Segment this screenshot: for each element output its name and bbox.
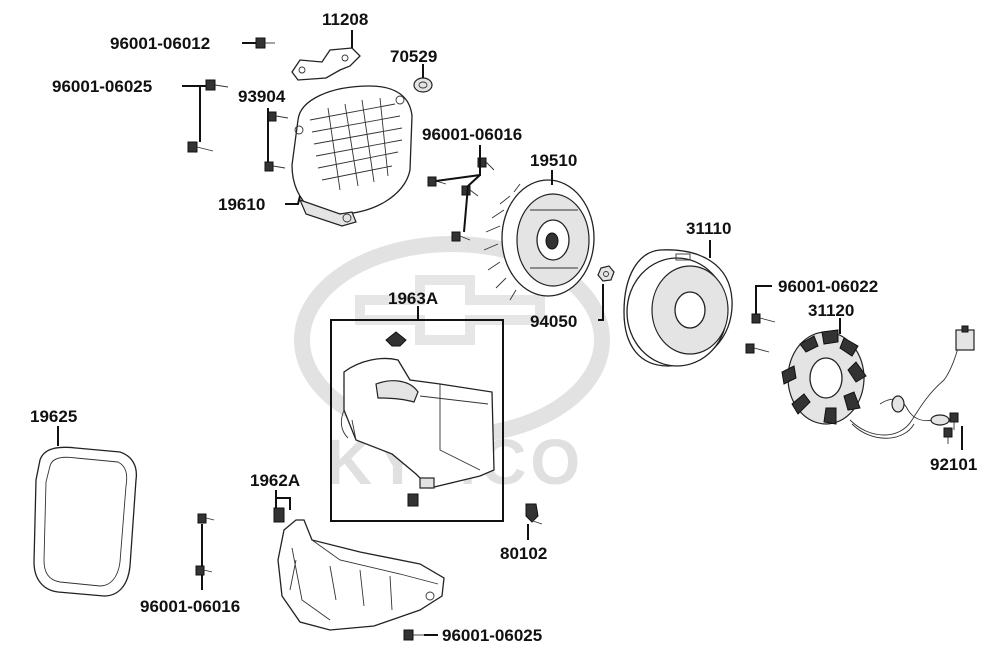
grommet-70529[interactable] <box>413 77 433 93</box>
part-bracket-11208[interactable] <box>291 47 361 81</box>
bolt-96001-06025-a[interactable] <box>205 79 229 91</box>
callout-94050: 94050 <box>530 312 577 331</box>
bolt-96001-06016-a[interactable] <box>477 157 495 171</box>
bolt-96001-06012[interactable] <box>242 37 275 49</box>
callout-31120: 31120 <box>808 301 854 320</box>
callout-96001-06012: 96001-06012 <box>110 34 210 53</box>
part-gasket-19625[interactable] <box>33 446 138 597</box>
part-shroud-1963A[interactable] <box>340 357 495 507</box>
clip-1963A-top[interactable] <box>385 331 407 347</box>
callout-93904: 93904 <box>238 87 286 106</box>
bolt-93904-a[interactable] <box>267 111 289 122</box>
callout-31110: 31110 <box>686 219 731 238</box>
bolt-96001-06022-a[interactable] <box>751 313 776 324</box>
stator-wire-harness[interactable] <box>849 325 975 439</box>
callout-92101: 92101 <box>930 455 977 474</box>
part-lower-shroud-1962A[interactable] <box>277 519 445 631</box>
callout-1963A: 1963A <box>388 289 438 308</box>
callout-11208: 11208 <box>322 10 368 29</box>
clip-1962A[interactable] <box>273 507 285 523</box>
bolt-96001-06025-bottom[interactable] <box>403 629 424 641</box>
callout-70529: 70529 <box>390 47 437 66</box>
callout-19610: 19610 <box>218 195 265 214</box>
callout-96001-06025-bottom: 96001-06025 <box>442 626 542 645</box>
screw-92101-b[interactable] <box>943 427 953 444</box>
clip-80102[interactable] <box>525 503 543 525</box>
part-cooling-fan-19510[interactable] <box>483 179 595 301</box>
bolt-96001-06025-b[interactable] <box>187 141 214 153</box>
callout-1962A: 1962A <box>250 471 300 490</box>
bolt-96001-06022-b[interactable] <box>745 343 770 354</box>
callout-80102: 80102 <box>500 544 547 563</box>
part-fan-cover-19610[interactable] <box>291 85 413 227</box>
part-flywheel-31110[interactable] <box>623 249 733 367</box>
callout-96001-06025-top: 96001-06025 <box>52 77 152 96</box>
bolt-96001-06016-d[interactable] <box>451 231 471 242</box>
callout-19510: 19510 <box>530 151 577 170</box>
callout-96001-06016-top: 96001-06016 <box>422 125 522 144</box>
bolt-96001-06016-c[interactable] <box>461 185 479 197</box>
part-stator-31120[interactable] <box>781 329 867 425</box>
screw-92101-a[interactable] <box>949 412 959 430</box>
callout-96001-06016-bottom: 96001-06016 <box>140 597 240 616</box>
nut-94050[interactable] <box>597 265 615 282</box>
callout-19625: 19625 <box>30 407 77 426</box>
bolt-96001-06016-bottom-b[interactable] <box>195 565 213 576</box>
bolt-96001-06016-bottom-a[interactable] <box>197 513 215 524</box>
bolt-93904-b[interactable] <box>264 161 286 172</box>
callout-96001-06022: 96001-06022 <box>778 277 878 296</box>
